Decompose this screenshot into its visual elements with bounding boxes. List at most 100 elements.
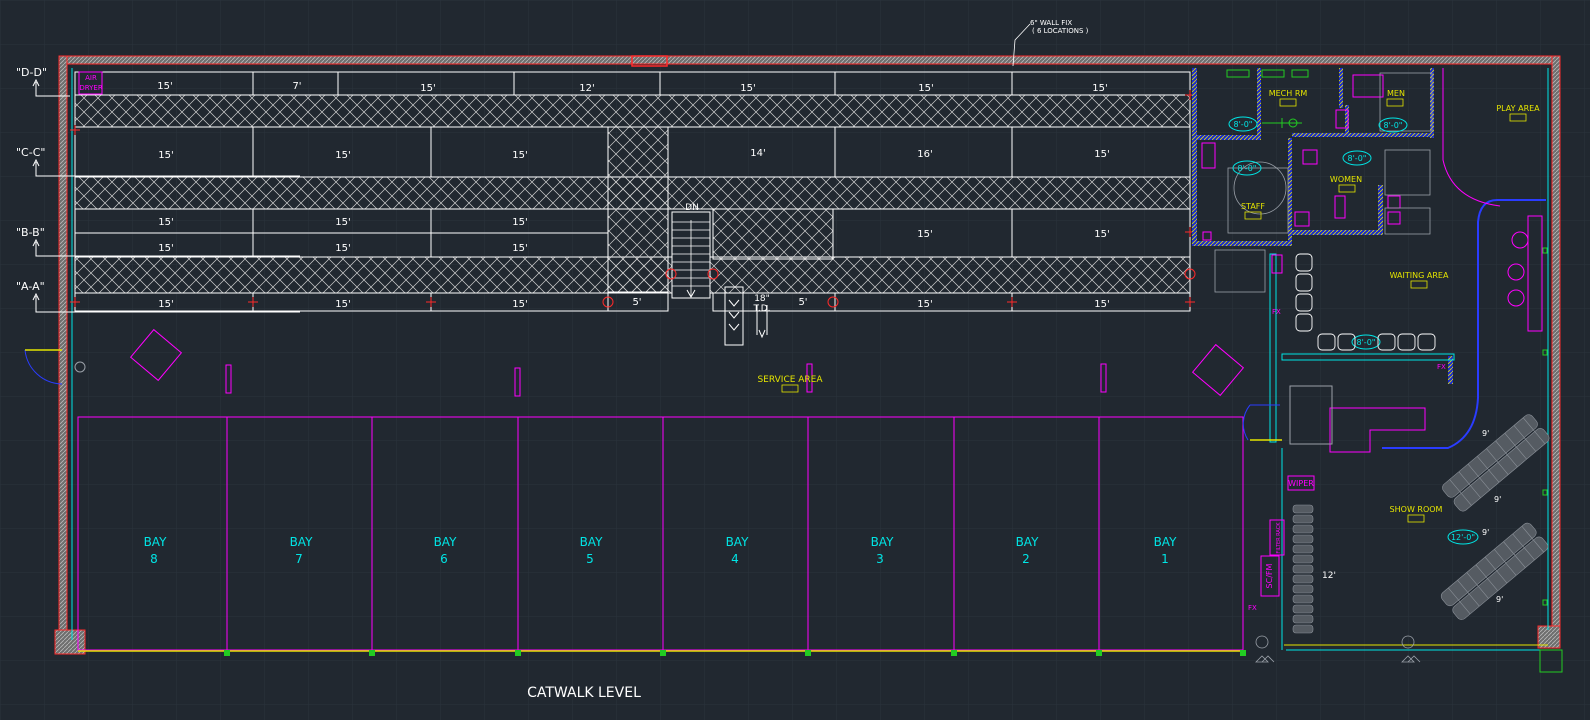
- mech-room-equipment: [1226, 69, 1309, 128]
- dim-text: 8'-0": [1384, 121, 1403, 130]
- section-label: "A-A": [16, 280, 45, 293]
- bay-number: 2: [1022, 552, 1030, 566]
- bay-label: BAY: [726, 535, 750, 549]
- bay-number: 1: [1161, 552, 1169, 566]
- dim-text: 5': [632, 297, 641, 308]
- section-label: "B-B": [16, 226, 45, 239]
- dim-text: 15': [1094, 229, 1109, 240]
- play-area-counter: [1507, 215, 1543, 332]
- air-dryer: [78, 71, 103, 95]
- desk: [1289, 385, 1333, 445]
- tire-display: [1440, 414, 1550, 620]
- bay-label: BAY: [434, 535, 458, 549]
- dim-text: 15': [512, 299, 527, 310]
- dim-text: 9': [1482, 528, 1489, 537]
- dim-text: 14': [750, 148, 765, 159]
- trench-drain-size: 18": [754, 294, 770, 304]
- bay-number: 4: [731, 552, 739, 566]
- air-dryer-label: DRYER: [79, 84, 103, 92]
- room-tag: [1338, 184, 1356, 193]
- room-tag: [1279, 98, 1297, 107]
- room-label-women: WOMEN: [1330, 175, 1362, 184]
- dim-text: 15': [157, 81, 172, 92]
- dim-text: 15': [917, 229, 932, 240]
- wiper-rack: [1287, 475, 1315, 491]
- dim-text: 9': [1494, 495, 1501, 504]
- room-tag: [1386, 98, 1404, 107]
- dim-text: 15': [420, 83, 435, 94]
- bay-label: BAY: [1016, 535, 1040, 549]
- room-tag: [781, 384, 799, 393]
- service-area-label: SERVICE AREA: [757, 375, 823, 385]
- door-swing: [1242, 404, 1280, 441]
- turning-circle-tag: [1228, 116, 1258, 132]
- dim-text: 7': [292, 81, 301, 92]
- turning-circle-tag: [1342, 150, 1372, 166]
- dim-text: 8'-0": [1348, 154, 1367, 163]
- room-label-play: PLAY AREA: [1496, 104, 1540, 113]
- dim-text: 5': [798, 297, 807, 308]
- fx-label: FX: [1248, 604, 1257, 612]
- post: [806, 363, 813, 393]
- bay-number: 6: [440, 552, 448, 566]
- bay-label: BAY: [290, 535, 314, 549]
- air-dryer-label: AIR: [85, 74, 97, 82]
- equipment: [129, 328, 183, 382]
- bay-number: 3: [876, 552, 884, 566]
- restroom-partitions: [1214, 72, 1433, 293]
- dim-text: 9': [1482, 429, 1489, 438]
- dim-text: 15': [158, 217, 173, 228]
- dim-text: 15': [335, 299, 350, 310]
- dim-text: 12': [579, 83, 594, 94]
- dim-text: 12'-0": [1451, 533, 1475, 542]
- filter-rack-label: FILTER RACK: [1276, 522, 1282, 554]
- room-label-staff: STAFF: [1241, 202, 1265, 211]
- room-label-men: MEN: [1387, 89, 1405, 98]
- post: [1100, 363, 1107, 393]
- dim-text: 15': [918, 83, 933, 94]
- bay-label: BAY: [580, 535, 604, 549]
- fx-label: FX: [1272, 308, 1281, 316]
- bay-label: BAY: [144, 535, 168, 549]
- interior-walls: [1192, 68, 1548, 651]
- wall-fix-note: 6" WALL FIX: [1030, 19, 1072, 27]
- dim-text: 8'-0": [1238, 164, 1257, 173]
- wiper-label: WIPER: [1288, 479, 1314, 488]
- waiting-chairs: [1295, 253, 1436, 351]
- dim-text: 9': [1496, 595, 1503, 604]
- dim-text: 15': [512, 217, 527, 228]
- turning-circle-tag: [1378, 117, 1408, 133]
- hose-reel-icon: [74, 361, 86, 373]
- dim-text: 15': [158, 299, 173, 310]
- room-tag: [1407, 514, 1425, 523]
- dim-text: 8'-0": [1234, 120, 1253, 129]
- room-tag: [1509, 113, 1527, 122]
- bay-number: 7: [295, 552, 303, 566]
- dim-text: 12': [1322, 571, 1336, 581]
- dim-text: 15': [335, 217, 350, 228]
- room-label-mech: MECH RM: [1269, 89, 1308, 98]
- dim-text: 15': [917, 299, 932, 310]
- dim-text: 8'-0": [1357, 338, 1376, 347]
- sc-fm-rack: [1260, 555, 1280, 597]
- section-label: "D-D": [16, 66, 47, 79]
- dim-text: 15': [1094, 299, 1109, 310]
- service-counter: [1329, 407, 1426, 453]
- sc-fm-label: SC/FM: [1265, 563, 1274, 588]
- leader-line: [1012, 23, 1031, 67]
- stair-down-label: DN: [685, 203, 699, 213]
- dim-text: 15': [1094, 149, 1109, 160]
- dim-text: 15': [335, 150, 350, 161]
- post: [225, 364, 232, 394]
- bay-label: BAY: [1154, 535, 1178, 549]
- equipment: [1191, 343, 1245, 397]
- dim-text: 15': [512, 243, 527, 254]
- drawing-title: CATWALK LEVEL: [527, 685, 641, 701]
- dim-text: 15': [158, 243, 173, 254]
- room-label-waiting: WAITING AREA: [1390, 271, 1449, 280]
- room-label-showroom: SHOW ROOM: [1390, 505, 1443, 514]
- filter-rack: [1269, 519, 1285, 556]
- fx-label: FX: [1437, 363, 1446, 371]
- tire-rack: [1292, 504, 1314, 634]
